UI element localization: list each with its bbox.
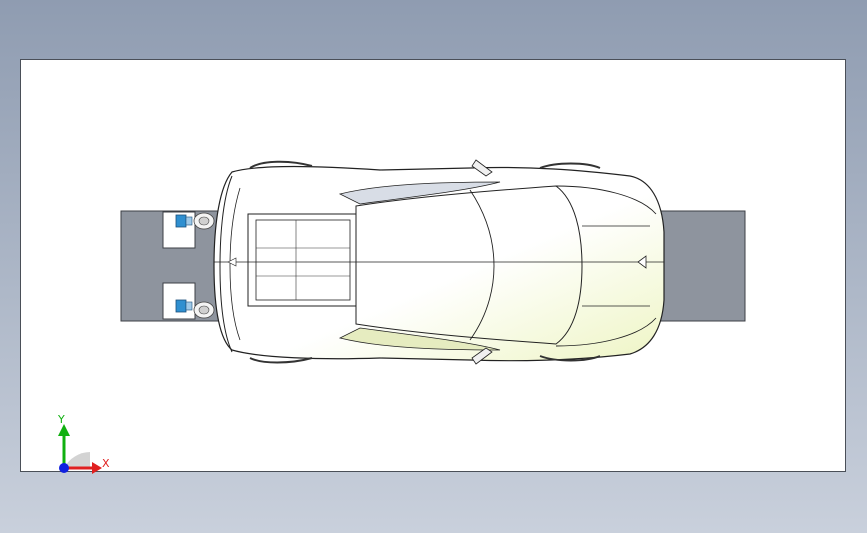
lower-sensor-icon <box>175 299 193 313</box>
upper-sensor-icon <box>175 214 193 228</box>
car-body <box>213 159 665 365</box>
right-base-plate <box>649 210 746 322</box>
upper-exhaust <box>193 212 215 230</box>
y-axis-label: Y <box>58 413 65 426</box>
lower-exhaust <box>193 301 215 319</box>
coordinate-triad <box>58 424 102 474</box>
x-axis-label: X <box>102 457 110 470</box>
